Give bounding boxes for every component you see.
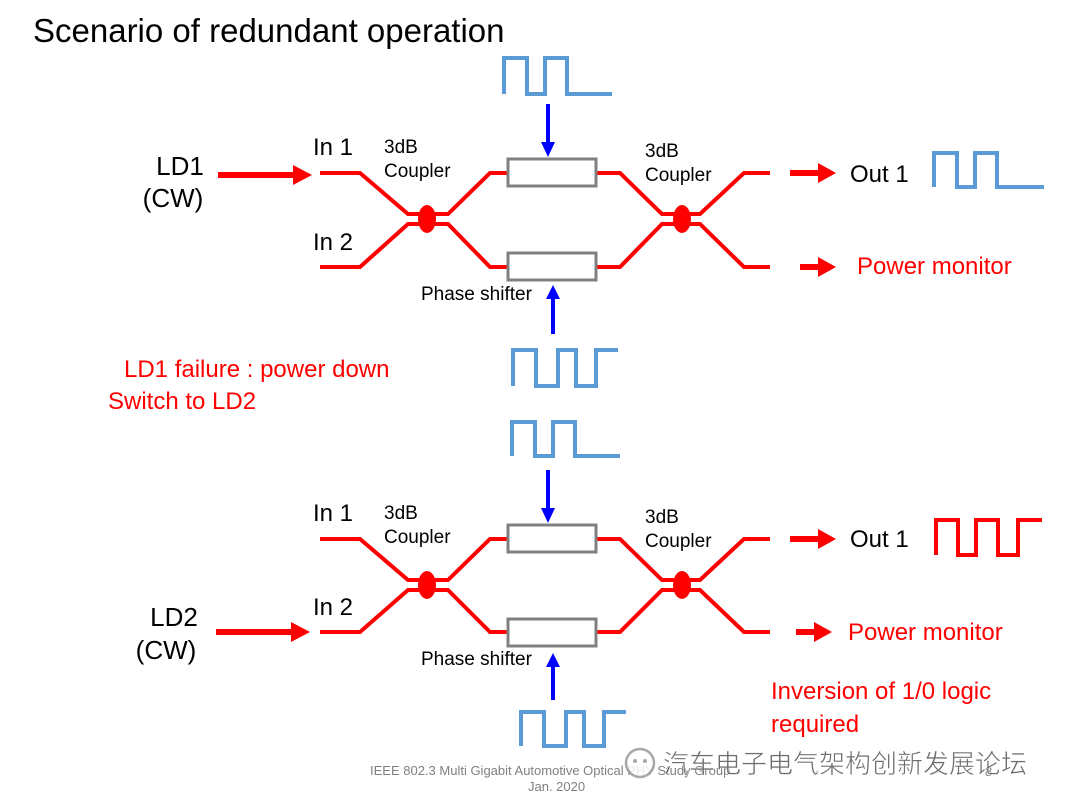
bottom-in1-label: In 1: [313, 500, 353, 527]
bottom-input-arrow-head: [291, 622, 310, 642]
watermark-text: 汽车电子电气架构创新发展论坛: [663, 749, 1027, 779]
bottom-coupler-left-label-2: Coupler: [384, 527, 451, 548]
top-output-waveform: [932, 151, 1044, 189]
failure-note-line1: LD1 failure : power down: [124, 356, 389, 383]
top-out1-label: Out 1: [850, 161, 909, 188]
top-in1-label: In 1: [313, 134, 353, 161]
top-coupler-right: [673, 205, 691, 233]
inversion-note-line2: required: [771, 711, 859, 738]
top-phase-shifter-upper: [506, 157, 598, 188]
top-source-label: LD1: [156, 151, 204, 181]
top-coupler-left: [418, 205, 436, 233]
bottom-monitor-arrow-head: [814, 622, 832, 642]
bottom-coupler-right: [673, 571, 691, 599]
top-output-arrow-head: [818, 163, 836, 183]
bottom-output-arrow-head: [818, 529, 836, 549]
bottom-drive-waveform-upper: [510, 420, 620, 458]
bottom-drive-arrow-lower-head: [546, 653, 560, 667]
bottom-output-waveform: [934, 518, 1042, 557]
top-source-mode: (CW): [143, 183, 204, 213]
watermark-chat-icon: [624, 747, 656, 779]
bottom-out1-label: Out 1: [850, 526, 909, 553]
watermark: 汽车电子电气架构创新发展论坛: [624, 747, 1027, 779]
bottom-source-label: LD2: [150, 602, 198, 632]
top-drive-waveform-lower: [511, 348, 618, 388]
top-coupler-left-label: 3dB: [384, 137, 418, 158]
top-phase-shifter-lower: [506, 251, 598, 282]
bottom-phase-shifter-upper: [506, 523, 598, 554]
top-in2-label: In 2: [313, 229, 353, 256]
watermark-chat-icon-dot: [633, 759, 637, 763]
top-input-arrow-head: [293, 165, 312, 185]
top-coupler-right-label-2: Coupler: [645, 165, 712, 186]
top-coupler-left-label-2: Coupler: [384, 161, 451, 182]
footer-line2: Jan. 2020: [528, 779, 585, 794]
bottom-source-mode: (CW): [136, 635, 197, 665]
page-title: Scenario of redundant operation: [33, 12, 505, 49]
bottom-in2-label: In 2: [313, 594, 353, 621]
bottom-interferometer: LD2 (CW) In 1 In 2 3dB Coupler 3dB Coupl…: [136, 420, 1042, 748]
bottom-phase-shifter-lower: [506, 617, 598, 648]
top-power-monitor-label: Power monitor: [857, 253, 1012, 280]
top-monitor-arrow-head: [818, 257, 836, 277]
bottom-drive-arrow-upper-head: [541, 508, 555, 523]
footer-page-number: 8: [985, 764, 992, 779]
bottom-drive-waveform-lower: [519, 710, 626, 748]
top-drive-arrow-upper-head: [541, 142, 555, 157]
bottom-coupler-left-label: 3dB: [384, 503, 418, 524]
watermark-chat-icon-dot-2: [643, 759, 647, 763]
inversion-note-line1: Inversion of 1/0 logic: [771, 678, 991, 705]
failure-note-line2: Switch to LD2: [108, 388, 256, 415]
bottom-phase-shifter-label: Phase shifter: [421, 649, 533, 670]
bottom-coupler-left: [418, 571, 436, 599]
top-coupler-right-label: 3dB: [645, 141, 679, 162]
top-drive-arrow-lower-head: [546, 285, 560, 299]
top-interferometer: LD1 (CW) In 1 In 2 3dB Coupler 3dB Coupl…: [143, 56, 1044, 388]
bottom-power-monitor-label: Power monitor: [848, 619, 1003, 646]
bottom-coupler-right-label: 3dB: [645, 507, 679, 528]
top-drive-waveform-upper: [502, 56, 612, 96]
top-phase-shifter-label: Phase shifter: [421, 284, 533, 305]
bottom-coupler-right-label-2: Coupler: [645, 531, 712, 552]
